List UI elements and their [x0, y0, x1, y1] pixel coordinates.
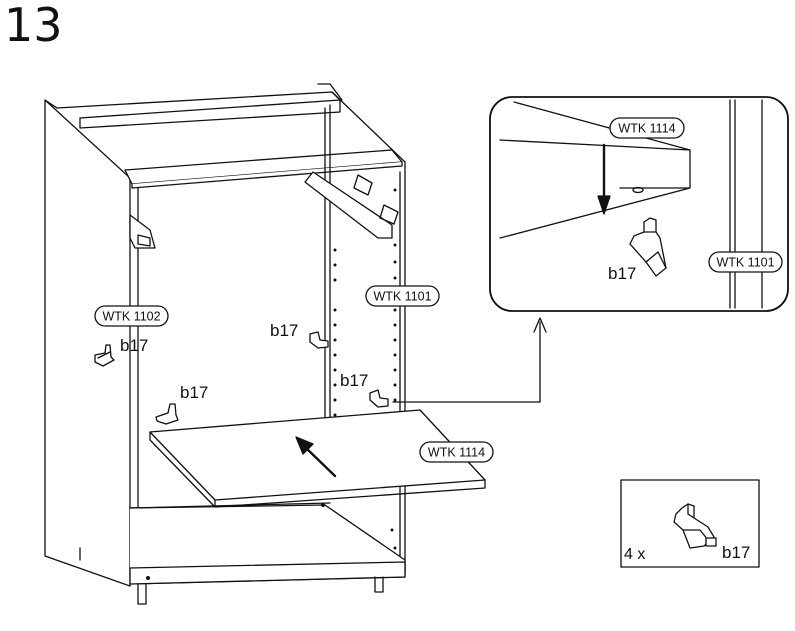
svg-text:WTK 1101: WTK 1101: [716, 256, 774, 270]
leg-front-right: [374, 576, 384, 593]
hardware-shelf-support-icon: [673, 503, 717, 549]
insertion-arrow: [303, 445, 337, 478]
svg-text:WTK 1114: WTK 1114: [428, 446, 485, 460]
shelf-support-rear-upper: [309, 331, 329, 349]
step-number: 13: [4, 0, 63, 52]
rear-runner: [304, 171, 393, 239]
detail-label-shelf: WTK 1114: [609, 117, 685, 139]
label-side-panel: WTK 1102: [94, 305, 169, 327]
shelf-support-left-lower: [155, 403, 179, 425]
label-support-1: b17: [120, 336, 148, 355]
leg-front-left: [137, 583, 147, 605]
hardware-part: b17: [722, 543, 750, 562]
label-support-3: b17: [270, 321, 298, 340]
label-support-2: b17: [180, 383, 208, 402]
detail-label-panel: WTK 1101: [708, 251, 783, 273]
shelf-holes: [146, 188, 397, 580]
base-front-strip: [129, 561, 406, 585]
top-rear-rail: [56, 91, 341, 129]
hardware-box: [620, 479, 760, 568]
detail-label-support: b17: [608, 264, 636, 283]
left-runner: [129, 214, 156, 249]
label-back-panel: WTK 1101: [365, 285, 440, 307]
callout-line: [392, 321, 541, 403]
shelf-support-left-upper: [94, 344, 115, 367]
label-support-4: b17: [340, 371, 368, 390]
cabinet: [44, 83, 406, 605]
detail-shelf-support: [629, 217, 667, 277]
left-side-panel: [44, 99, 131, 587]
svg-text:WTK 1101: WTK 1101: [373, 290, 431, 304]
back-panel-edge: [324, 104, 331, 426]
svg-text:WTK 1102: WTK 1102: [102, 310, 160, 324]
hardware-quantity: 4 x: [624, 546, 645, 563]
label-shelf: WTK 1114: [419, 441, 494, 463]
shelf: [149, 409, 486, 508]
shelf-support-rear-lower: [369, 389, 389, 408]
svg-text:WTK 1114: WTK 1114: [618, 122, 675, 136]
